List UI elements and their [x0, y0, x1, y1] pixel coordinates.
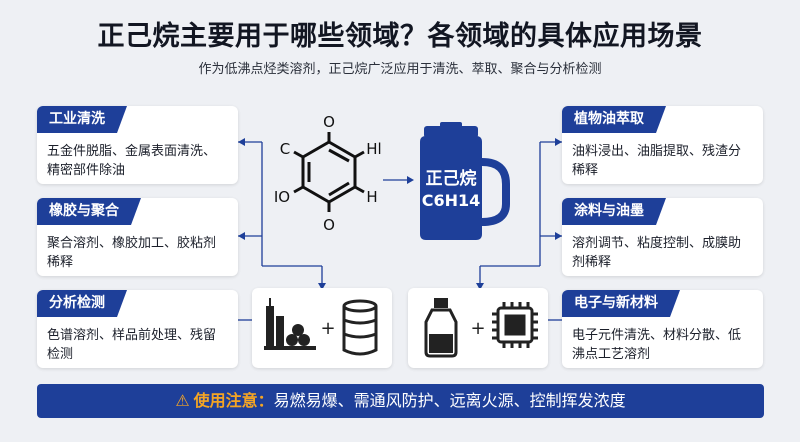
solvent-tank-icon: 正己烷 C6H14: [420, 122, 510, 240]
card-tag: 橡胶与聚合: [37, 198, 141, 225]
icon-card-graphics: +: [424, 298, 538, 358]
card-text: 油料浸出、油脂提取、残渣分稀释: [572, 144, 742, 178]
atom-label: Hl: [366, 140, 381, 158]
tank-name: 正己烷: [426, 168, 477, 189]
atom-label: O: [323, 216, 335, 234]
plus-sign: +: [320, 318, 335, 339]
card-text: 电子元件清洗、材料分散、低沸点工艺溶剂: [572, 328, 742, 362]
chip-icon: [492, 302, 538, 348]
atom-label: O: [323, 113, 335, 131]
card-tag: 电子与新材料: [562, 290, 680, 317]
safety-note-text: 易燃易爆、需通风防护、远离火源、控制挥发浓度: [273, 391, 626, 410]
tank-formula: C6H14: [422, 191, 481, 210]
atom-label: H: [366, 188, 377, 206]
card-rubber-polymer: 橡胶与聚合 聚合溶剂、橡胶加工、胶粘剂稀释: [37, 198, 238, 276]
card-text: 五金件脱脂、金属表面清洗、精密部件除油: [47, 144, 217, 178]
card-coatings-inks: 涂料与油墨 溶剂调节、粘度控制、成膜助剂稀释: [562, 198, 763, 276]
bottle-icon: [424, 298, 458, 358]
page-title: 正己烷主要用于哪些领域？各领域的具体应用场景: [97, 21, 703, 52]
card-text: 溶剂调节、粘度控制、成膜助剂稀释: [572, 236, 742, 270]
safety-note: ⚠使用注意：易燃易爆、需通风防护、远离火源、控制挥发浓度: [37, 384, 764, 418]
factory-icon: [264, 298, 316, 350]
card-industrial-cleaning: 工业清洗 五金件脱脂、金属表面清洗、精密部件除油: [37, 106, 238, 184]
icon-card-lab: +: [408, 288, 548, 368]
card-electronics: 电子与新材料 电子元件清洗、材料分散、低沸点工艺溶剂: [562, 290, 763, 368]
card-tag: 工业清洗: [37, 106, 127, 133]
card-analysis: 分析检测 色谱溶剂、样品前处理、残留检测: [37, 290, 238, 368]
icon-card-industrial: +: [252, 288, 392, 368]
page-subtitle: 作为低沸点烃类溶剂，正己烷广泛应用于清洗、萃取、聚合与分析检测: [198, 62, 602, 77]
card-vegetable-oil: 植物油萃取 油料浸出、油脂提取、残渣分稀释: [562, 106, 763, 184]
warning-icon: ⚠: [175, 391, 190, 410]
card-tag: 植物油萃取: [562, 106, 666, 133]
safety-note-label: 使用注意：: [193, 391, 274, 410]
card-text: 色谱溶剂、样品前处理、残留检测: [47, 328, 217, 362]
icon-card-graphics: +: [264, 298, 378, 356]
benzene-molecule-icon: O C Hl IO H O: [274, 113, 382, 234]
atom-label: IO: [274, 188, 290, 206]
card-tag: 分析检测: [37, 290, 127, 317]
card-tag: 涂料与油墨: [562, 198, 666, 225]
plus-sign: +: [470, 318, 485, 339]
atom-label: C: [280, 140, 290, 158]
card-text: 聚合溶剂、橡胶加工、胶粘剂稀释: [47, 236, 217, 270]
drum-icon: [342, 299, 378, 356]
